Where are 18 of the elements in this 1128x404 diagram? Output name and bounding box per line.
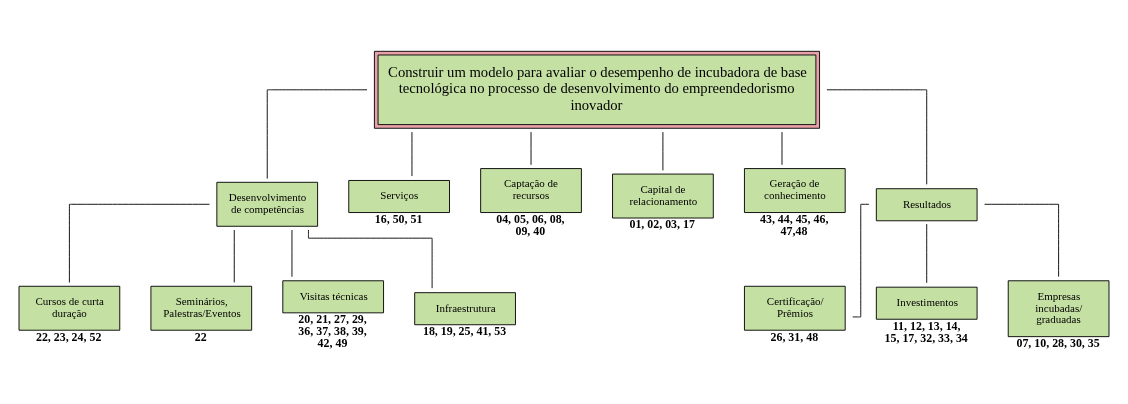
node-label: 11, 12, 13, 14, 15, 17, 32, 33, 34 [884, 318, 968, 345]
node-label: 20, 21, 27, 29, 36, 37, 38, 39, 42, 49 [298, 312, 367, 351]
node-label: 22 [194, 329, 207, 344]
node-label: 18, 19, 25, 41, 53 [422, 324, 507, 339]
node-label: 01, 02, 03, 17 [629, 217, 695, 232]
node-label: 26, 31, 48 [770, 329, 819, 344]
node-label: 07, 10, 28, 30, 35 [1016, 336, 1100, 351]
connector [926, 223, 928, 284]
connector [266, 89, 368, 180]
node-label: 43, 44, 45, 46, 47,48 [760, 211, 829, 238]
node-label: 04, 05, 06, 08, 09, 40 [496, 211, 565, 238]
connector [308, 229, 433, 289]
connector [984, 203, 1060, 278]
node-label: 16, 50, 51 [374, 211, 423, 226]
connector [233, 229, 235, 283]
connector [826, 89, 928, 185]
connector [68, 203, 210, 283]
node-label: 22, 23, 24, 52 [35, 329, 102, 344]
